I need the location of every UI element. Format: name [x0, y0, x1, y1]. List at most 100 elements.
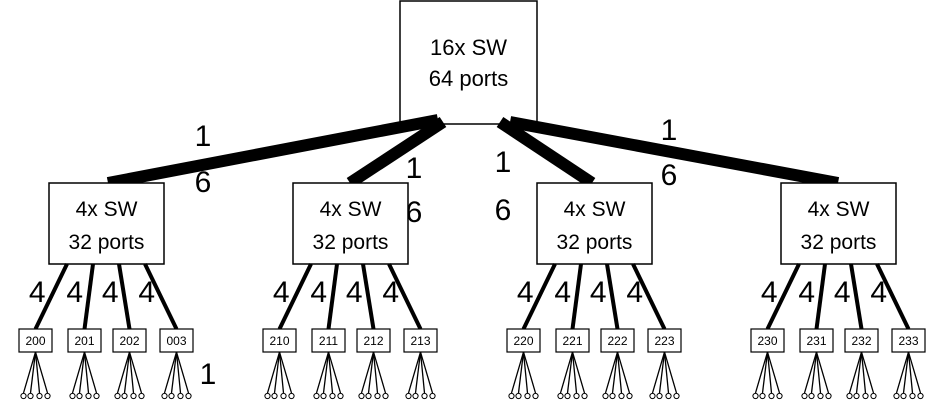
port-dot-3-3-3: [917, 392, 924, 400]
link-label-1-3: 4: [382, 276, 399, 309]
port-dot-3-3-1: [900, 392, 907, 400]
port-line-2-1-2: [571, 351, 578, 394]
group-switch-line2-3: 32 ports: [801, 231, 877, 254]
port-dot-0-0-3: [44, 392, 51, 400]
group-switch-line2-2: 32 ports: [557, 231, 633, 254]
leaf-label-2-2: 222: [607, 334, 627, 348]
uplink-label-3-0: 1: [661, 114, 678, 147]
leaf-label-2-0: 220: [513, 334, 533, 348]
port-dot-1-0-0: [264, 392, 271, 400]
port-line-3-2-3: [860, 351, 875, 394]
link-label-0-3: 4: [138, 276, 155, 309]
port-line-1-0-1: [273, 351, 281, 394]
link-label-1-2: 4: [346, 276, 363, 309]
port-line-2-2-0: [604, 351, 619, 394]
port-dot-1-3-1: [412, 392, 419, 400]
port-line-2-0-0: [510, 351, 525, 394]
port-dot-3-2-3: [870, 392, 877, 400]
link-label-2-3: 4: [626, 276, 643, 309]
port-line-1-0-0: [266, 351, 281, 394]
link-2-1: [570, 263, 583, 330]
port-line-0-0-3: [34, 351, 49, 394]
uplink-label-2-1: 6: [495, 194, 512, 227]
port-dot-0-3-2: [177, 392, 184, 400]
port-line-0-1-1: [78, 351, 86, 394]
link-2-2: [605, 263, 620, 330]
port-line-2-3-2: [663, 351, 670, 394]
port-line-0-0-1: [29, 351, 37, 394]
port-line-1-1-2: [327, 351, 334, 394]
port-line-1-2-1: [367, 351, 375, 394]
port-dot-0-2-0: [114, 392, 121, 400]
port-dot-2-1-3: [581, 392, 588, 400]
link-label-3-3: 4: [870, 276, 887, 309]
port-dot-3-2-2: [862, 392, 869, 400]
port-line-2-2-1: [611, 351, 619, 394]
root-switch-line1: 16x SW: [430, 35, 507, 60]
link-0-1: [82, 263, 95, 330]
port-line-1-3-1: [414, 351, 422, 394]
leaf-label-3-3: 233: [898, 334, 918, 348]
link-label-1-1: 4: [310, 276, 327, 309]
port-dot-0-1-0: [69, 392, 76, 400]
leaf-label-1-2: 212: [363, 334, 383, 348]
link-0-3: [143, 263, 179, 330]
port-line-0-1-0: [71, 351, 86, 394]
port-dot-1-0-2: [280, 392, 287, 400]
port-line-1-0-3: [278, 351, 293, 394]
port-dot-1-1-1: [320, 392, 327, 400]
port-line-2-2-3: [616, 351, 631, 394]
port-line-1-3-0: [407, 351, 422, 394]
link-1-1: [326, 263, 339, 330]
port-dot-1-1-2: [329, 392, 336, 400]
link-label-0-0: 4: [29, 276, 46, 309]
link-1-3: [387, 263, 423, 330]
uplink-0: [106, 114, 440, 189]
port-line-3-2-2: [860, 351, 867, 394]
port-dot-2-3-2: [665, 392, 672, 400]
port-line-2-1-0: [559, 351, 574, 394]
link-1-2: [361, 263, 376, 330]
link-label-0-2: 4: [102, 276, 119, 309]
port-dot-2-2-2: [618, 392, 625, 400]
stray-label: 1: [200, 358, 217, 391]
port-line-1-1-1: [322, 351, 330, 394]
port-dot-2-1-2: [573, 392, 580, 400]
port-line-2-0-1: [517, 351, 525, 394]
port-dot-3-3-0: [893, 392, 900, 400]
port-line-0-0-2: [34, 351, 41, 394]
link-1-0: [277, 263, 313, 330]
port-dot-2-0-1: [515, 392, 522, 400]
port-dot-3-1-0: [801, 392, 808, 400]
port-line-3-0-3: [766, 351, 781, 394]
port-dot-3-1-3: [825, 392, 832, 400]
uplink-label-1-1: 6: [406, 196, 423, 229]
link-3-3: [875, 263, 911, 330]
port-line-3-2-0: [848, 351, 863, 394]
link-2-0: [521, 263, 557, 330]
port-line-3-0-1: [761, 351, 769, 394]
port-dot-2-2-0: [602, 392, 609, 400]
port-line-0-2-1: [123, 351, 131, 394]
port-dot-2-3-0: [649, 392, 656, 400]
link-3-0: [765, 263, 801, 330]
link-label-3-0: 4: [761, 276, 778, 309]
port-dot-1-2-1: [365, 392, 372, 400]
port-line-3-1-0: [803, 351, 818, 394]
leaf-label-2-3: 223: [654, 334, 674, 348]
port-line-0-3-0: [163, 351, 178, 394]
port-line-2-1-1: [566, 351, 574, 394]
port-line-2-0-2: [522, 351, 529, 394]
group-switch-line1-0: 4x SW: [76, 198, 138, 221]
port-line-3-3-0: [895, 351, 910, 394]
port-line-1-1-3: [327, 351, 342, 394]
port-dot-3-1-1: [808, 392, 815, 400]
port-dot-2-2-1: [609, 392, 616, 400]
port-dot-0-0-2: [36, 392, 43, 400]
port-dot-0-0-1: [27, 392, 34, 400]
port-dot-1-2-2: [374, 392, 381, 400]
link-2-3: [631, 263, 667, 330]
port-dot-1-2-0: [358, 392, 365, 400]
port-line-1-2-3: [372, 351, 387, 394]
link-label-3-2: 4: [834, 276, 851, 309]
